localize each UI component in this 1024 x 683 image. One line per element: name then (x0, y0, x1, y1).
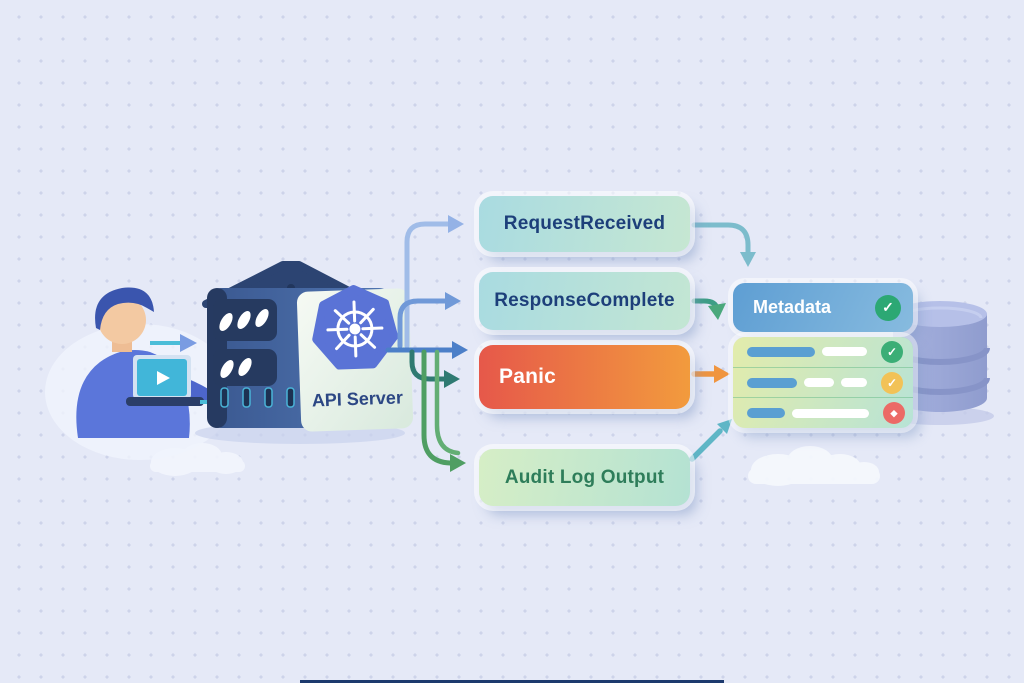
error-icon: ◆ (883, 402, 905, 425)
stage-response-complete: ResponseComplete (479, 272, 690, 330)
stage-panic: Panic (479, 345, 690, 409)
arrow-green-inner (434, 349, 461, 456)
metadata-row-success: ✓ (733, 337, 913, 367)
value-pill (822, 347, 867, 357)
stage-panic-label: Panic (499, 365, 557, 388)
metadata-row-error: ◆ (733, 397, 913, 428)
arrow-to-audit-log (421, 349, 453, 466)
field-pill (747, 377, 797, 388)
stage-audit-log-output: Audit Log Output (479, 449, 690, 506)
laptop-base (126, 397, 204, 406)
metadata-card: ✓ ✓ ◆ (733, 337, 913, 428)
play-icon (157, 371, 170, 385)
cloud-right (748, 446, 880, 486)
stage-audit-log-output-label: Audit Log Output (504, 466, 665, 488)
value-pill (792, 408, 869, 418)
warning-check-icon: ✓ (881, 371, 903, 394)
value-pill (841, 378, 867, 387)
kubernetes-icon (312, 285, 399, 370)
server-slots (220, 387, 295, 408)
api-server-illustration: API Server (202, 261, 414, 432)
metadata-header: Metadata ✓ (733, 283, 913, 332)
user-with-laptop (76, 287, 212, 438)
person-hair (95, 287, 154, 330)
arrow-teal-to-panic (409, 349, 447, 382)
arrow-rr-to-metadata (691, 222, 751, 255)
stage-request-received: RequestReceived (479, 196, 690, 252)
field-pill (747, 346, 815, 357)
cloud-left (150, 443, 245, 476)
flow-arrows-left (385, 215, 468, 472)
bottom-accent-bar (300, 680, 724, 683)
metadata-check-icon: ✓ (875, 294, 901, 321)
arrow-audit-to-metadata (689, 428, 723, 462)
arrow-to-response-complete (397, 298, 448, 349)
metadata-row-warning: ✓ (733, 366, 913, 398)
success-check-icon: ✓ (881, 340, 903, 363)
value-pill (804, 378, 834, 387)
metadata-title: Metadata (753, 297, 832, 317)
stage-request-received-label: RequestReceived (503, 213, 666, 234)
stage-response-complete-label: ResponseComplete (494, 290, 675, 311)
api-server-label: API Server (312, 387, 404, 410)
field-pill (747, 408, 785, 419)
arrow-to-request-received (404, 221, 451, 349)
flow-arrows-right (689, 222, 756, 462)
